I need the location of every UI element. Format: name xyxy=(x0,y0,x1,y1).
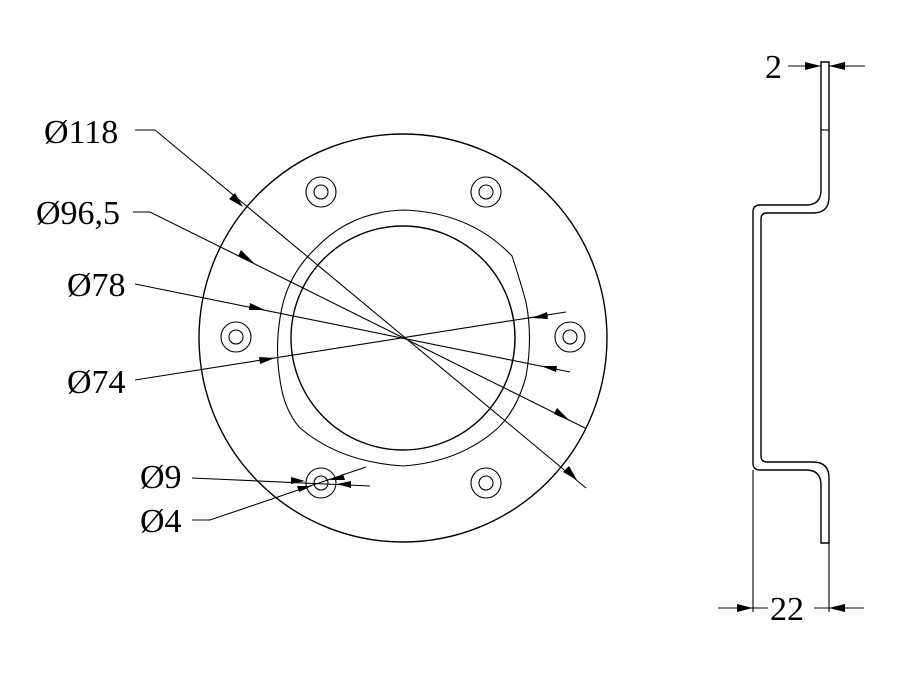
mounting-hole xyxy=(220,321,252,353)
dimension-label: Ø9 xyxy=(140,459,182,496)
mounting-hole xyxy=(470,176,502,208)
flange-outer-edge xyxy=(198,133,608,543)
side-profile xyxy=(752,61,830,544)
opening-inner-edge xyxy=(290,225,516,451)
front-leaders xyxy=(133,129,587,521)
mounting-hole xyxy=(305,176,337,208)
dimension-label: Ø78 xyxy=(67,267,126,304)
mounting-hole xyxy=(554,321,586,353)
leader-hole-inner-diameter xyxy=(192,466,367,521)
dimension-label: Ø118 xyxy=(44,114,118,151)
side-view: 2 22 xyxy=(718,49,865,628)
mounting-holes xyxy=(220,176,586,499)
dimension-label: 2 xyxy=(765,49,782,86)
mounting-hole xyxy=(470,467,502,499)
leader-bolt-circle-diameter xyxy=(133,211,586,429)
leader-inner-rim-diameter xyxy=(134,283,571,373)
dimension-label: Ø96,5 xyxy=(36,195,120,232)
dimension-label: 22 xyxy=(770,591,804,628)
dimension-label: Ø74 xyxy=(67,364,126,401)
leader-opening-diameter xyxy=(134,311,567,381)
front-view: Ø118 Ø96,5 Ø78 Ø74 Ø9 Ø4 xyxy=(36,114,608,543)
opening-wavy-rim xyxy=(276,209,531,467)
leader-outer-diameter xyxy=(135,129,587,489)
dimension-label: Ø4 xyxy=(140,503,182,540)
dimension-thickness: 2 xyxy=(765,49,865,86)
dimension-depth: 22 xyxy=(718,470,864,628)
